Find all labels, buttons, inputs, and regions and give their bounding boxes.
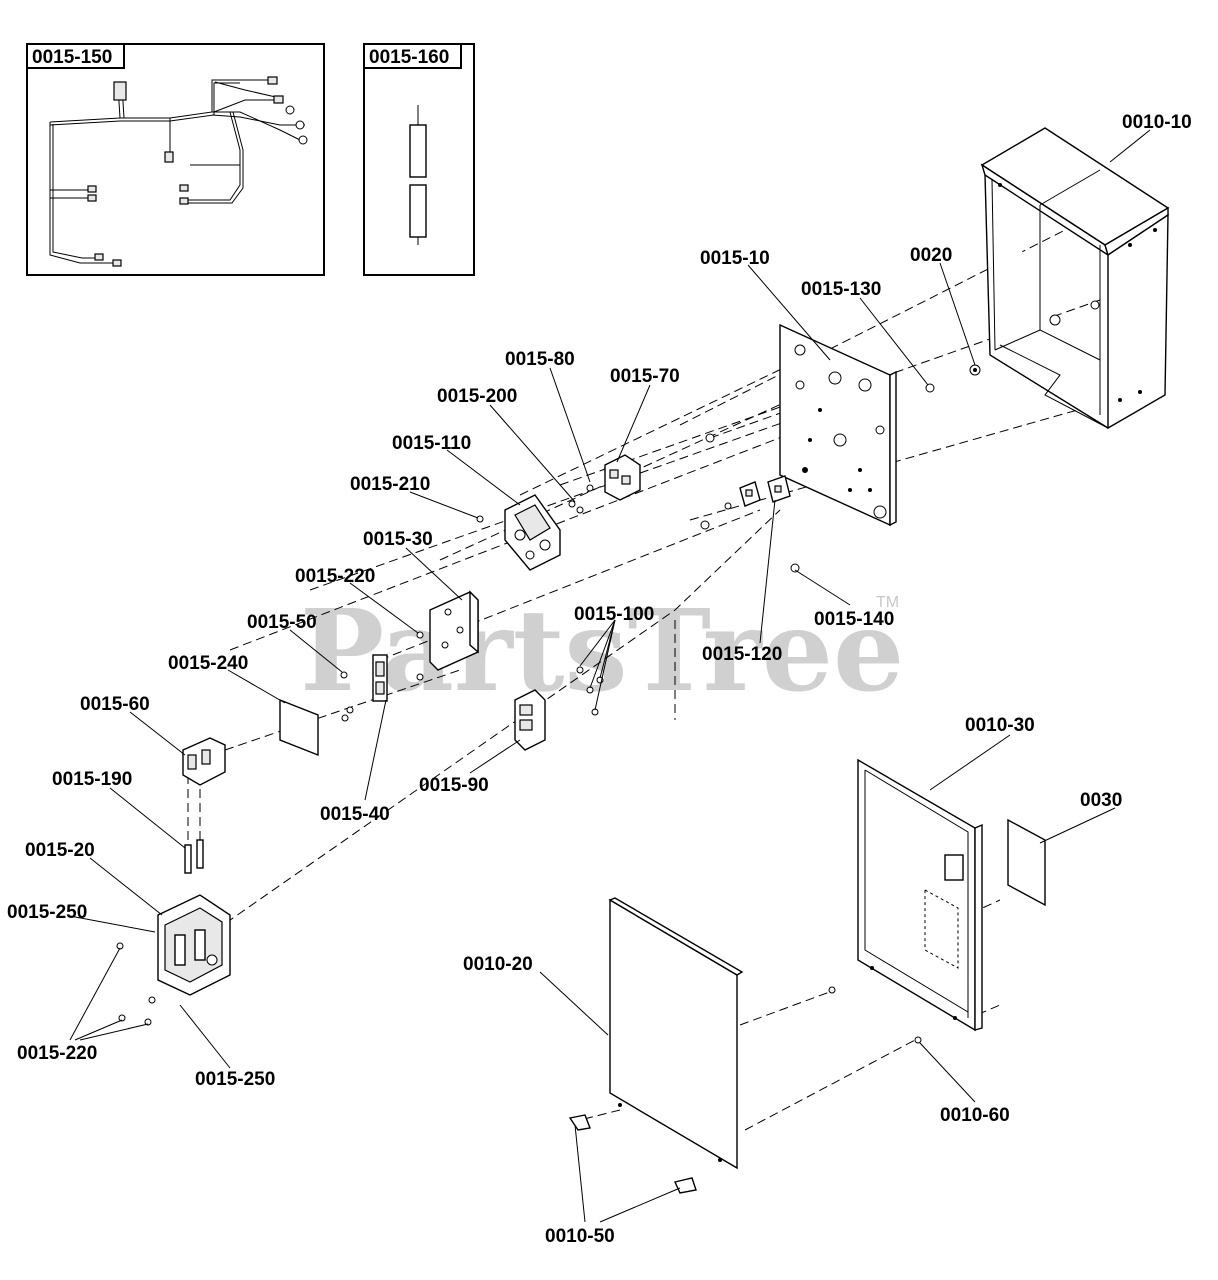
callout-0015-70: 0015-70	[610, 366, 680, 387]
callout-0010-60: 0010-60	[940, 1105, 1010, 1126]
inset-fuse: 0015-160	[363, 43, 475, 276]
callout-0015-50: 0015-50	[247, 612, 317, 633]
controller-module	[476, 494, 584, 571]
harness-connectors	[87, 76, 308, 267]
inset-title-harness: 0015-150	[32, 47, 112, 68]
callout-0015-250-b: 0015-250	[195, 1069, 275, 1090]
callout-0015-90: 0015-90	[419, 775, 489, 796]
relay-component	[340, 654, 424, 722]
callout-0015-220-a: 0015-220	[295, 566, 375, 587]
transfer-switch	[116, 894, 231, 1026]
plate-hardware	[700, 364, 981, 573]
callout-0015-190: 0015-190	[52, 769, 132, 790]
callout-0015-100: 0015-100	[574, 604, 654, 625]
callout-labels: 0010-10 0015-10 0020 0015-130 0015-80 00…	[7, 112, 1192, 1247]
mounting-plate	[779, 323, 897, 527]
terminal-blocks-mid	[724, 475, 791, 510]
inset-wiring-harness: 0015-150	[26, 43, 325, 276]
fuse-pins	[184, 839, 204, 874]
watermark-trademark: TM	[876, 594, 899, 611]
callout-0010-30: 0010-30	[965, 715, 1035, 736]
callout-0015-250-a: 0015-250	[7, 902, 87, 923]
callout-0020: 0020	[910, 245, 952, 266]
enclosure-box	[980, 127, 1170, 430]
label-sticker	[279, 698, 319, 757]
callout-0015-110: 0015-110	[392, 433, 471, 454]
callout-0015-210: 0015-210	[350, 474, 430, 495]
callout-0010-50: 0010-50	[545, 1226, 615, 1247]
inset-title-fuse: 0015-160	[369, 47, 449, 68]
callout-0010-10: 0010-10	[1122, 112, 1192, 133]
callout-0010-20: 0010-20	[463, 954, 533, 975]
callout-0015-120: 0015-120	[702, 644, 782, 665]
leader-lines	[69, 129, 1151, 1223]
callout-0015-140: 0015-140	[814, 609, 894, 630]
callout-0015-10: 0015-10	[700, 248, 770, 269]
callout-0015-200: 0015-200	[437, 386, 517, 407]
warning-label	[1007, 818, 1046, 907]
callout-0030: 0030	[1080, 790, 1122, 811]
callout-0015-60: 0015-60	[80, 694, 150, 715]
circuit-breaker	[182, 737, 226, 786]
callout-0015-80: 0015-80	[505, 349, 575, 370]
mounting-bracket	[416, 590, 479, 671]
front-cover	[608, 897, 744, 1170]
callout-0015-40: 0015-40	[320, 804, 390, 825]
fuse-icon	[409, 105, 427, 245]
callout-0015-220-b: 0015-220	[17, 1043, 97, 1064]
door-frame	[828, 758, 983, 1044]
callout-0015-130: 0015-130	[801, 279, 881, 300]
callout-0015-20: 0015-20	[25, 840, 95, 861]
callout-0015-30: 0015-30	[363, 529, 433, 550]
terminal-block-top	[586, 454, 641, 501]
callout-0015-240: 0015-240	[168, 653, 248, 674]
